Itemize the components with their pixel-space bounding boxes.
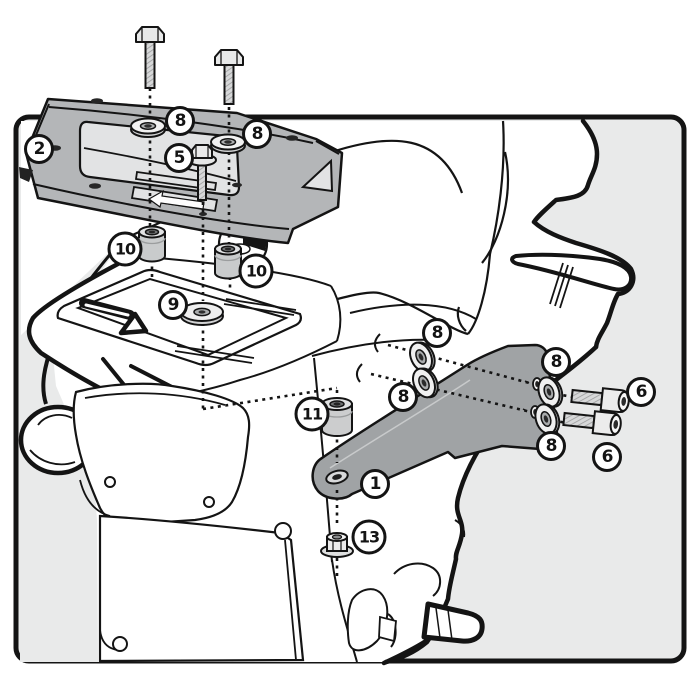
callout-8-washer: 8 xyxy=(388,382,418,412)
speed-lines xyxy=(549,262,574,309)
warning-triangle xyxy=(118,311,149,336)
callout-9-washer: 9 xyxy=(158,290,188,320)
callout-8-washer: 8 xyxy=(536,431,566,461)
footpeg xyxy=(381,601,485,666)
callout-10-spacer: 10 xyxy=(107,231,143,267)
callout-5-flanged-hex-bolt: 5 xyxy=(164,143,194,173)
hex-bolt-long xyxy=(214,49,244,105)
callout-6-socket-head-screw: 6 xyxy=(592,442,622,472)
arrow-mark xyxy=(147,189,205,210)
callout-2-mounting-plate: 2 xyxy=(24,134,54,164)
muffler-detail xyxy=(346,588,397,652)
rear-rack xyxy=(26,253,342,409)
callout-8-washer: 8 xyxy=(541,347,571,377)
license-panel xyxy=(98,514,305,663)
callout-1-support-bracket: 1 xyxy=(360,469,390,499)
callout-8-washer: 8 xyxy=(165,106,195,136)
socket-head-screw xyxy=(562,410,622,437)
turn-signal-housing xyxy=(72,382,251,526)
hex-bolt-long xyxy=(135,26,165,89)
callout-6-socket-head-screw: 6 xyxy=(626,377,656,407)
washer-large xyxy=(180,302,224,326)
callout-13-flange-nut: 13 xyxy=(351,519,387,555)
callout-8-washer: 8 xyxy=(242,119,272,149)
flange-nut xyxy=(320,532,354,558)
callout-10-spacer: 10 xyxy=(238,253,274,289)
callout-8-washer: 8 xyxy=(422,318,452,348)
callout-11-spacer-bushing: 11 xyxy=(294,396,330,432)
